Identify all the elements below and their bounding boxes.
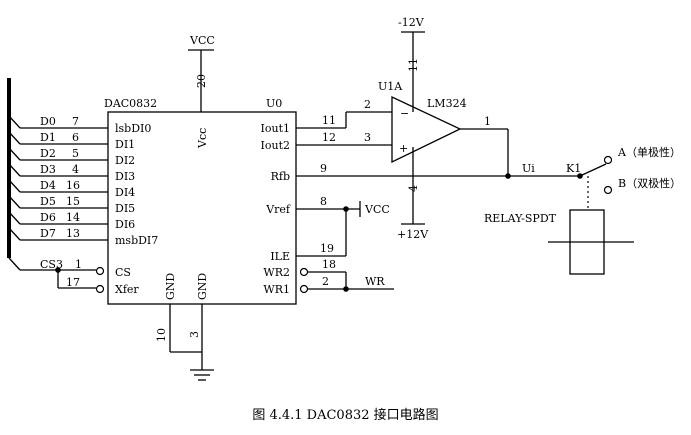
bus-tap — [8, 179, 21, 193]
chip-name: DAC0832 — [104, 97, 157, 110]
data-pin-number: 15 — [66, 195, 80, 208]
bus-tap — [8, 163, 21, 177]
gnd2-pin-number: 3 — [188, 331, 201, 338]
data-pin-number: 16 — [66, 179, 80, 192]
switch-blade — [579, 163, 607, 177]
dac-output-pin-label: Iout2 — [261, 139, 290, 152]
xfer-bubble — [95, 284, 105, 294]
vref-pin-number: 8 — [320, 195, 327, 208]
opamp-minus-sign: − — [400, 107, 409, 120]
opamp-name: LM324 — [427, 97, 467, 110]
data-line-label: D4 — [40, 179, 56, 192]
relay-name: RELAY-SPDT — [484, 212, 557, 225]
figure-caption: 图 4.4.1 DAC0832 接口电路图 — [252, 408, 439, 423]
opamp-plus-sign: + — [399, 142, 408, 155]
iout2-pin-number: 12 — [322, 131, 336, 144]
bus-tap — [8, 147, 21, 161]
ground-icon — [190, 369, 214, 381]
wr1-bubble — [299, 284, 309, 294]
bus-tap — [8, 211, 21, 225]
k1-label: K1 — [566, 162, 581, 175]
pos-supply-label: +12V — [397, 228, 429, 241]
data-line-label: D1 — [40, 131, 56, 144]
dac-input-pin-label: DI5 — [115, 202, 135, 215]
dac-output-pin-label: WR1 — [263, 283, 290, 296]
dac-output-pin-label: WR2 — [263, 266, 290, 279]
data-pin-number: 7 — [72, 115, 79, 128]
wr-label: WR — [365, 275, 385, 288]
vref-vcc-label: VCC — [364, 203, 390, 216]
bus-tap — [8, 195, 21, 209]
dac-input-pin-label: msbDI7 — [115, 234, 158, 247]
dac-input-pin-label: DI4 — [115, 186, 135, 199]
gnd2-pin-label: GND — [196, 273, 209, 300]
output-a-terminal — [603, 155, 613, 165]
opamp-output-pin-number: 1 — [484, 115, 491, 128]
ile-pin-number: 19 — [320, 242, 334, 255]
vcc-top-label: VCC — [189, 34, 215, 47]
bus-tap — [8, 115, 21, 129]
opamp-vneg-pin-number: 11 — [407, 58, 420, 72]
data-pin-number: 4 — [72, 163, 79, 176]
data-line-label: D6 — [40, 211, 56, 224]
vcc-pin-label: Vcc — [196, 128, 209, 149]
output-a-label: A（单极性） — [617, 145, 681, 159]
bus-tap — [8, 227, 21, 241]
data-line-label: D3 — [40, 163, 56, 176]
opamp-minus-pin-number: 2 — [364, 98, 371, 111]
data-pin-number: 13 — [66, 227, 80, 240]
dac-input-pin-label: DI2 — [115, 154, 135, 167]
dac-output-pin-label: Iout1 — [261, 122, 290, 135]
data-pin-number: 6 — [72, 131, 79, 144]
cs-junction — [55, 267, 61, 273]
dac-output-pin-label: Vref — [265, 203, 291, 216]
cs-pin-number: 1 — [75, 258, 82, 271]
wr-junction — [343, 286, 349, 292]
dac-input-pin-label: DI1 — [115, 138, 135, 151]
xfer-pin-number: 17 — [66, 276, 80, 289]
gnd1-pin-label: GND — [164, 273, 177, 300]
wr2-pin-number: 18 — [322, 258, 336, 271]
opamp-body — [391, 95, 462, 164]
vcc-pin-number: 20 — [195, 74, 208, 88]
output-b-label: B（双极性） — [618, 176, 681, 190]
data-line-label: D2 — [40, 147, 56, 160]
dac-input-pin-label: lsbDI0 — [115, 122, 151, 135]
cs-bus-tap — [8, 257, 21, 271]
data-pin-number: 14 — [66, 211, 80, 224]
output-b-terminal — [603, 185, 613, 195]
dac-output-pin-label: Rfb — [271, 170, 290, 183]
dac-input-pin-label: DI3 — [115, 170, 135, 183]
dac-output-pin-label: ILE — [270, 250, 290, 263]
data-pin-number: 5 — [72, 147, 79, 160]
chip-ref: U0 — [266, 97, 282, 110]
data-line-label: D0 — [40, 115, 56, 128]
rfb-pin-number: 9 — [320, 162, 327, 175]
xfer-pin-label: Xfer — [115, 283, 139, 296]
ui-label: Ui — [522, 162, 535, 175]
neg-supply-label: -12V — [398, 16, 425, 29]
dac-input-pin-label: DI6 — [115, 218, 135, 231]
data-line-label: D5 — [40, 195, 56, 208]
opamp-ref: U1A — [378, 80, 403, 93]
cs-bubble — [95, 266, 105, 276]
wr2-bubble — [299, 267, 309, 277]
iout1-pin-number: 11 — [322, 114, 336, 127]
opamp-plus-pin-number: 3 — [364, 131, 371, 144]
cs-pin-label: CS — [115, 266, 131, 279]
bus-tap — [8, 131, 21, 145]
data-line-label: D7 — [40, 227, 56, 240]
gnd1-pin-number: 10 — [155, 328, 168, 342]
wr1-pin-number: 2 — [322, 275, 329, 288]
opamp-vpos-pin-number: 4 — [407, 185, 420, 192]
